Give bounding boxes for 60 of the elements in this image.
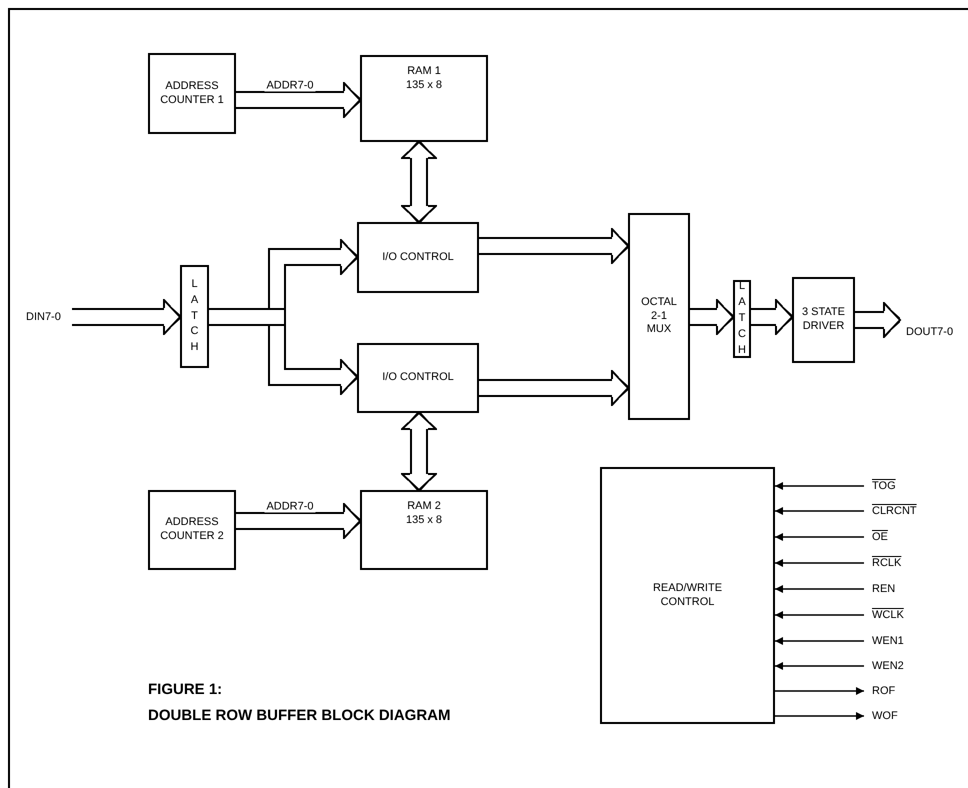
edge-label: ADDR7-0 [264,80,316,92]
block-label: 135 x 8 [406,514,442,528]
block-label: I/O CONTROL [382,371,454,385]
bus-arrow [855,302,901,338]
block-box [357,222,479,293]
block-box [628,213,690,420]
signal-label: RCLK [864,554,934,572]
signal-arrow [775,585,864,593]
block-label: RAM 2 [407,500,441,514]
figure-title: FIGURE 1: [148,682,222,697]
block-label: 135 x 8 [406,78,442,92]
block-label: RAM 1 [407,65,441,79]
signal-arrow [775,611,864,619]
vertical-label: LATCH [190,276,200,356]
latch-box [180,265,209,368]
block-box [360,490,488,570]
block-box [357,343,479,413]
signal-label: DOUT7-0 [900,312,962,338]
signal-label: WEN1 [864,632,934,650]
signal-label: TOG [864,477,934,495]
signal-label: DIN7-0 [18,308,72,326]
block-box [600,467,775,724]
block-box [148,490,236,570]
block-label: ADDRESS COUNTER 2 [159,516,225,544]
signal-label: OE [864,528,934,546]
block-box [792,277,855,363]
signal-label: WCLK [864,606,934,624]
bus-arrow [236,82,361,118]
block-label: 3 STATE DRIVER [801,306,846,334]
block-box [360,55,488,142]
block-label: I/O CONTROL [382,250,454,264]
block-box [148,53,236,134]
edge-label: ADDR7-0 [264,502,316,512]
bus-arrow [236,503,361,539]
signal-arrow [775,507,864,515]
bus-arrow [479,228,629,264]
block-label: OCTAL 2-1 MUX [640,296,678,338]
block-label: READ/WRITE CONTROL [652,582,724,610]
bus-arrow [751,299,793,335]
signal-arrow [775,687,864,695]
bus-arrow [72,299,181,335]
bus-arrow [690,299,734,335]
bus-arrow [401,412,437,491]
signal-label: CLRCNT [864,502,934,520]
signal-arrow [775,559,864,567]
bus-arrow [479,370,629,406]
signal-label: REN [864,580,934,598]
signal-label: WEN2 [864,657,934,675]
figure-caption: DOUBLE ROW BUFFER BLOCK DIAGRAM [148,708,450,723]
signal-arrow [775,712,864,720]
vertical-label: LATCH [737,279,747,358]
signal-arrow [775,637,864,645]
signal-arrow [775,662,864,670]
signal-arrow [775,482,864,490]
block-label: ADDRESS COUNTER 1 [159,80,225,108]
signal-arrow [775,533,864,541]
signal-label: ROF [864,682,934,700]
latch-box [733,280,751,358]
bus-arrow [401,141,437,223]
signal-label: WOF [864,707,934,725]
